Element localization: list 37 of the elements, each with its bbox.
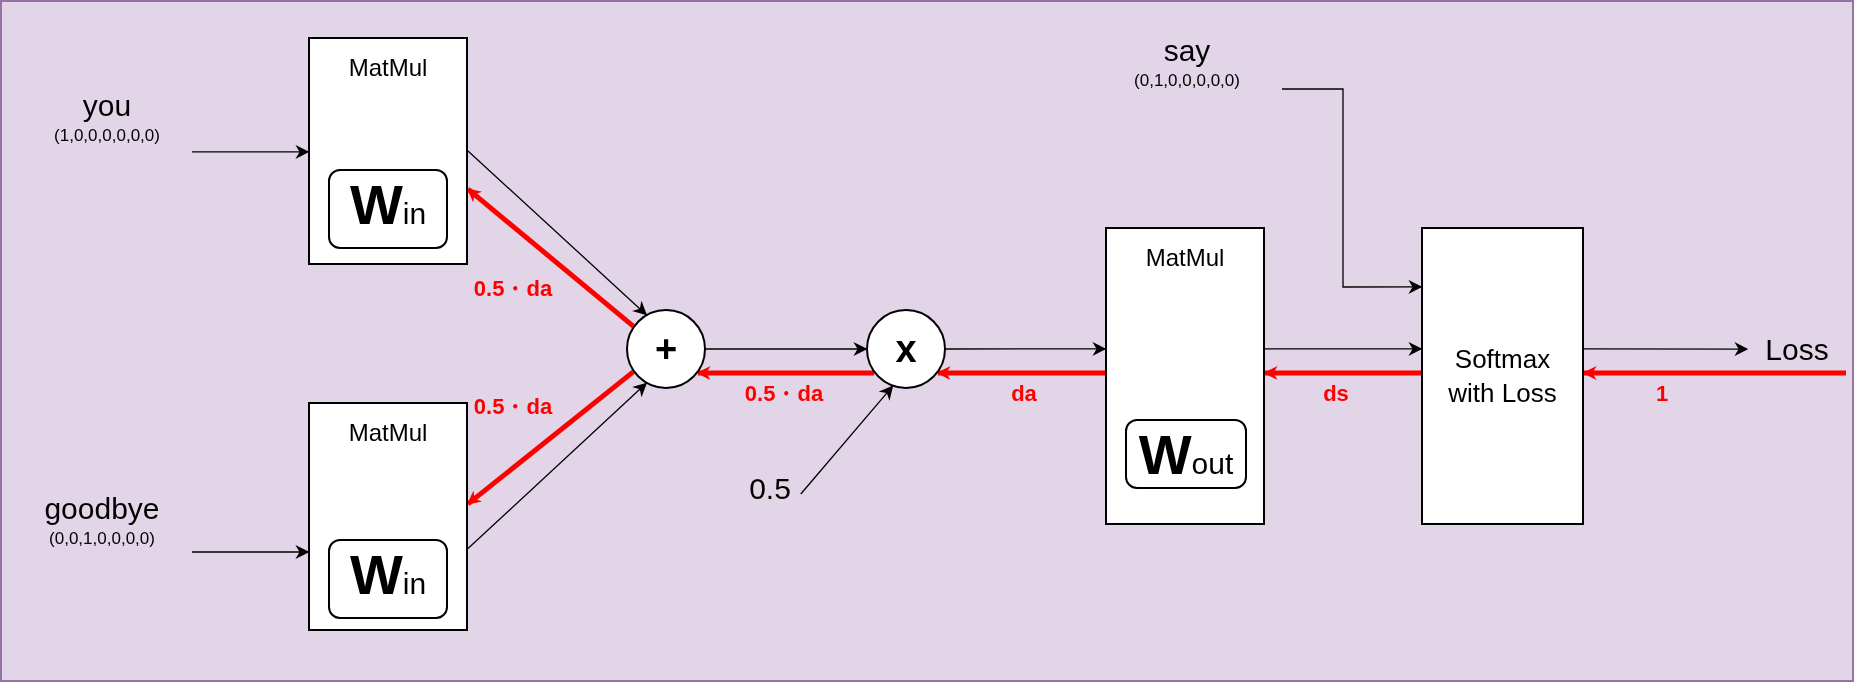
text-label: Loss (1765, 332, 1829, 368)
matmul-box (308, 37, 468, 265)
box-title: MatMul (348, 53, 428, 83)
word-label: say (1163, 33, 1211, 69)
arrow (1583, 342, 1749, 357)
box-title: MatMul (348, 418, 428, 448)
operator-symbol: + (654, 329, 678, 369)
vector-label: (0,0,1,0,0,0,0) (49, 528, 155, 550)
weight-label: Wout (1138, 425, 1234, 488)
matmul-box (308, 402, 468, 631)
weight-box (328, 169, 448, 249)
add-node (626, 309, 706, 389)
vector-label: (1,0,0,0,0,0,0) (54, 125, 160, 147)
weight-label: Win (349, 175, 427, 238)
matmul-box (1105, 227, 1265, 525)
weight-box (328, 539, 448, 619)
box-title: MatMul (1145, 243, 1225, 273)
arrow (945, 341, 1107, 356)
text-label: 0.5 (749, 471, 791, 507)
word-label: goodbye (44, 491, 160, 527)
arrow (467, 382, 648, 550)
vector-label: (0,1,0,0,0,0,0) (1134, 70, 1240, 92)
arrow (467, 150, 648, 316)
operator-symbol: x (895, 329, 917, 369)
arrow (1281, 88, 1423, 294)
arrow (1264, 341, 1423, 356)
arrow (191, 144, 310, 159)
weight-label: Win (349, 545, 427, 608)
box-title: Softmax with Loss (1447, 343, 1558, 410)
weight-box (1125, 419, 1247, 489)
arrow (800, 385, 894, 495)
arrow (705, 342, 868, 356)
word-label: you (82, 88, 132, 124)
arrow (191, 545, 310, 559)
arrow (936, 366, 1105, 381)
softmax-box (1421, 227, 1584, 525)
arrow (696, 366, 875, 381)
